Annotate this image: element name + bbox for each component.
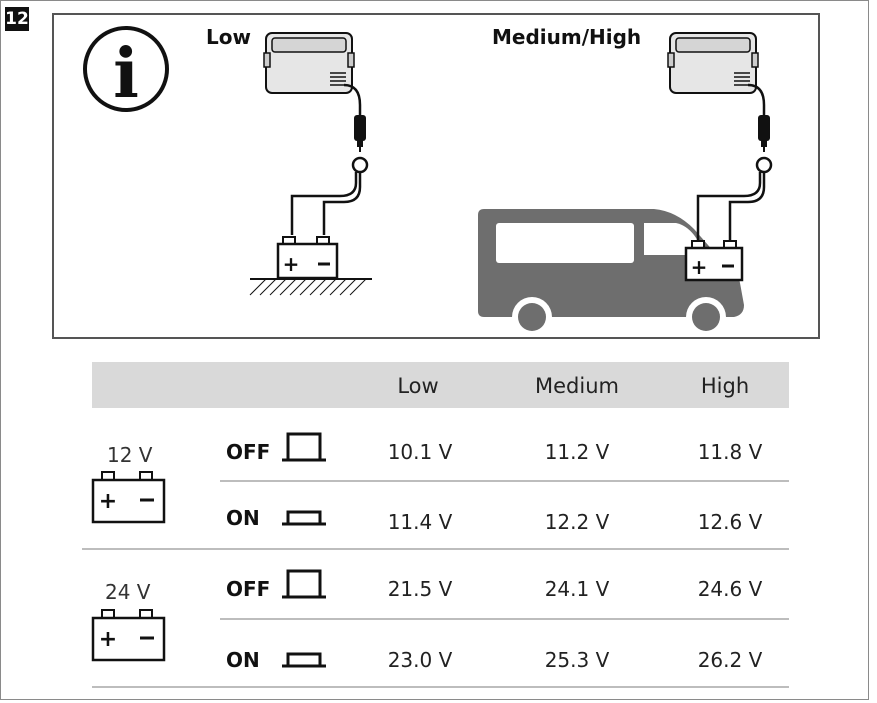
value-low: 10.1 V — [387, 440, 453, 464]
label-low: Low — [206, 25, 251, 49]
battery-icon: + — [91, 609, 166, 662]
svg-text:+: + — [99, 627, 117, 652]
battery-icon: + — [91, 471, 166, 524]
van-icon — [478, 209, 744, 337]
battery-icon-right: + — [684, 240, 744, 282]
mode-off: OFF — [226, 577, 271, 601]
switch-off-icon — [282, 569, 326, 599]
svg-text:+: + — [283, 252, 300, 276]
svg-text:+: + — [691, 255, 708, 279]
table-header — [92, 362, 789, 408]
voltage-label: 12 V — [107, 443, 153, 467]
column-high: High — [700, 374, 750, 398]
info-icon: i — [83, 26, 169, 114]
ground-hatch — [249, 278, 372, 296]
row-divider — [220, 480, 789, 482]
switch-on-icon — [282, 652, 326, 668]
label-medium-high: Medium/High — [492, 25, 642, 49]
value-medium: 24.1 V — [544, 577, 610, 601]
column-medium: Medium — [535, 374, 619, 398]
svg-text:i: i — [113, 34, 139, 114]
figure-number: 12 — [5, 7, 29, 31]
value-high: 12.6 V — [697, 510, 763, 534]
cooler-icon-right — [667, 32, 759, 94]
value-medium: 25.3 V — [544, 648, 610, 672]
value-low: 23.0 V — [387, 648, 453, 672]
group-divider — [82, 548, 789, 550]
value-high: 26.2 V — [697, 648, 763, 672]
value-high: 24.6 V — [697, 577, 763, 601]
illustration-panel: i + — [52, 13, 820, 339]
value-low: 21.5 V — [387, 577, 453, 601]
mode-on: ON — [226, 506, 260, 530]
value-medium: 11.2 V — [544, 440, 610, 464]
plug-icon-left — [290, 83, 369, 235]
switch-on-icon — [282, 510, 326, 526]
value-low: 11.4 V — [387, 510, 453, 534]
mode-off: OFF — [226, 440, 271, 464]
value-medium: 12.2 V — [544, 510, 610, 534]
plug-icon-right — [696, 83, 773, 240]
row-divider — [220, 618, 789, 620]
voltage-label: 24 V — [105, 580, 151, 604]
battery-icon-left: + — [276, 236, 339, 280]
value-high: 11.8 V — [697, 440, 763, 464]
switch-off-icon — [282, 432, 326, 462]
svg-text:+: + — [99, 489, 117, 514]
table-bottom-rule — [92, 686, 789, 688]
column-low: Low — [397, 374, 439, 398]
cooler-icon-left — [263, 32, 355, 94]
mode-on: ON — [226, 648, 260, 672]
